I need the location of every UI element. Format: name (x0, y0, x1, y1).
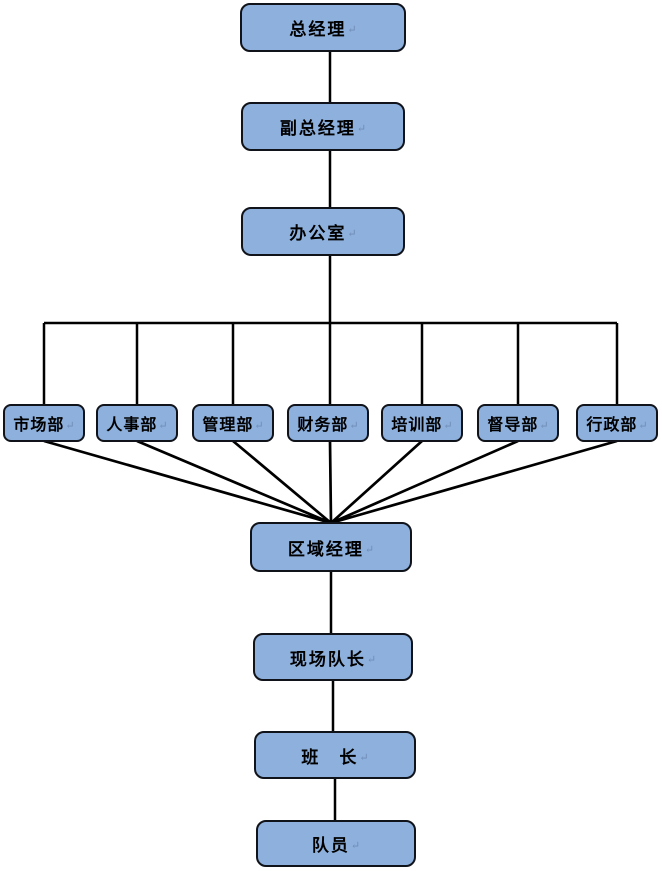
node-label: 副总经理 (279, 119, 356, 139)
line-break-mark: ↵ (443, 418, 453, 432)
node-team-member: 队员↵ (256, 820, 416, 867)
line-break-mark: ↵ (350, 839, 361, 852)
line-break-mark: ↵ (254, 418, 264, 432)
line-break-mark: ↵ (347, 227, 357, 240)
node-label: 行政部 (586, 415, 638, 434)
node-site-team-leader: 现场队长↵ (253, 633, 413, 681)
node-squad-leader: 班 长↵ (254, 731, 416, 779)
node-regional-manager: 区域经理↵ (250, 522, 412, 572)
node-label: 管理部 (202, 415, 254, 434)
node-administration-dept: 行政部↵ (576, 404, 658, 442)
line-break-mark: ↵ (347, 23, 357, 36)
fan-connector-lines (43, 439, 618, 525)
node-label: 班 长 (301, 747, 359, 768)
node-label: 办公室 (289, 224, 347, 244)
node-label: 现场队长 (289, 649, 366, 670)
node-label: 人事部 (106, 415, 158, 434)
line-break-mark: ↵ (65, 418, 75, 432)
node-general-manager: 总经理↵ (240, 3, 406, 52)
node-marketing-dept: 市场部↵ (3, 404, 85, 442)
line-break-mark: ↵ (539, 418, 549, 432)
node-training-dept: 培训部↵ (381, 404, 463, 442)
node-management-dept: 管理部↵ (192, 404, 274, 442)
line-break-mark: ↵ (364, 542, 375, 556)
line-break-mark: ↵ (366, 652, 377, 666)
node-label: 督导部 (487, 415, 539, 434)
node-label: 队员 (311, 836, 350, 856)
node-office: 办公室↵ (241, 207, 405, 256)
line-break-mark: ↵ (349, 418, 359, 432)
node-label: 市场部 (13, 415, 65, 434)
line-break-mark: ↵ (158, 418, 168, 432)
line-break-mark: ↵ (359, 750, 369, 764)
node-supervision-dept: 督导部↵ (477, 404, 559, 442)
node-label: 区域经理 (287, 539, 364, 560)
node-finance-dept: 财务部↵ (287, 404, 369, 442)
node-label: 培训部 (391, 415, 443, 434)
line-break-mark: ↵ (638, 418, 648, 432)
node-hr-dept: 人事部↵ (96, 404, 178, 442)
node-deputy-general-manager: 副总经理↵ (241, 102, 405, 151)
node-label: 财务部 (297, 415, 349, 434)
node-label: 总经理 (289, 20, 347, 40)
line-break-mark: ↵ (356, 122, 367, 135)
